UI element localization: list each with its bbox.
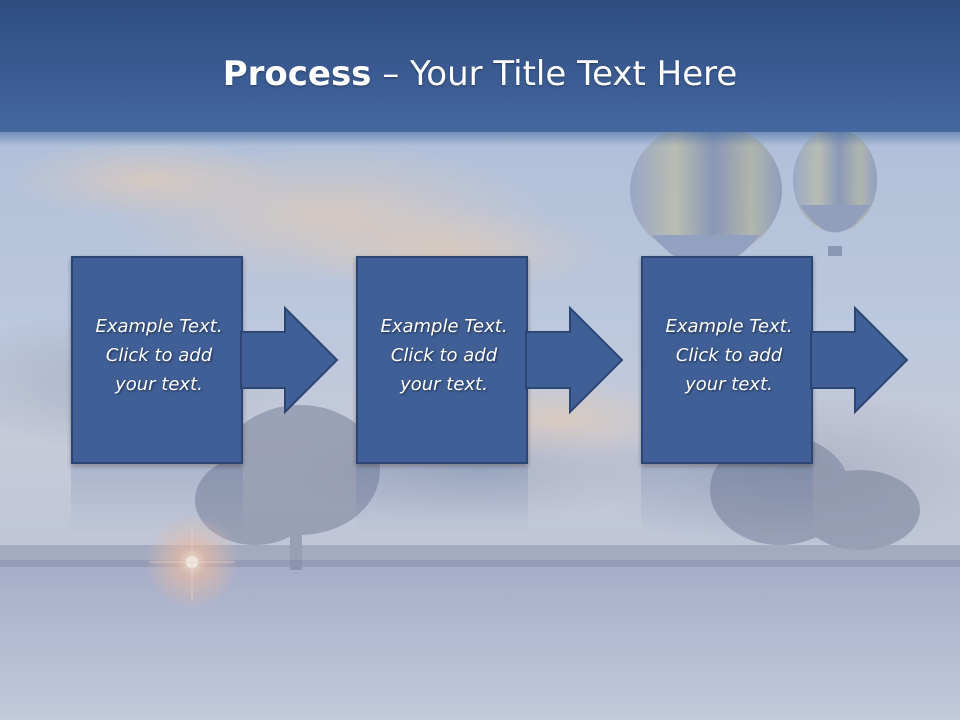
step-3-line-1: Example Text. [665,316,793,337]
title-rest: – Your Title Text Here [371,54,738,94]
step-1-reflection [71,466,243,536]
step-3-text[interactable]: Example Text. Click to add your text. [643,312,815,399]
arrow-right-icon [810,305,909,415]
step-1-line-2: Click to add [105,345,213,366]
arrow-right-icon [240,305,339,415]
title-band [0,0,960,146]
step-1-text[interactable]: Example Text. Click to add your text. [73,312,245,399]
step-3-box[interactable]: Example Text. Click to add your text. [641,256,813,464]
tree-image [0,405,960,570]
step-3-reflection [641,466,813,536]
step-1-line-3: your text. [115,374,203,395]
step-2-box[interactable]: Example Text. Click to add your text. [356,256,528,464]
title-bold: Process [222,54,372,94]
step-2-line-3: your text. [400,374,488,395]
sun-image [144,514,240,610]
step-1-box[interactable]: Example Text. Click to add your text. [71,256,243,464]
step-2-line-1: Example Text. [380,316,508,337]
arrow-right-icon [525,305,624,415]
step-1-line-1: Example Text. [95,316,223,337]
step-2-line-2: Click to add [390,345,498,366]
page-title[interactable]: Process – Your Title Text Here [0,52,960,96]
step-2-reflection [356,466,528,536]
step-2-text[interactable]: Example Text. Click to add your text. [358,312,530,399]
step-3-line-3: your text. [685,374,773,395]
step-3-line-2: Click to add [675,345,783,366]
